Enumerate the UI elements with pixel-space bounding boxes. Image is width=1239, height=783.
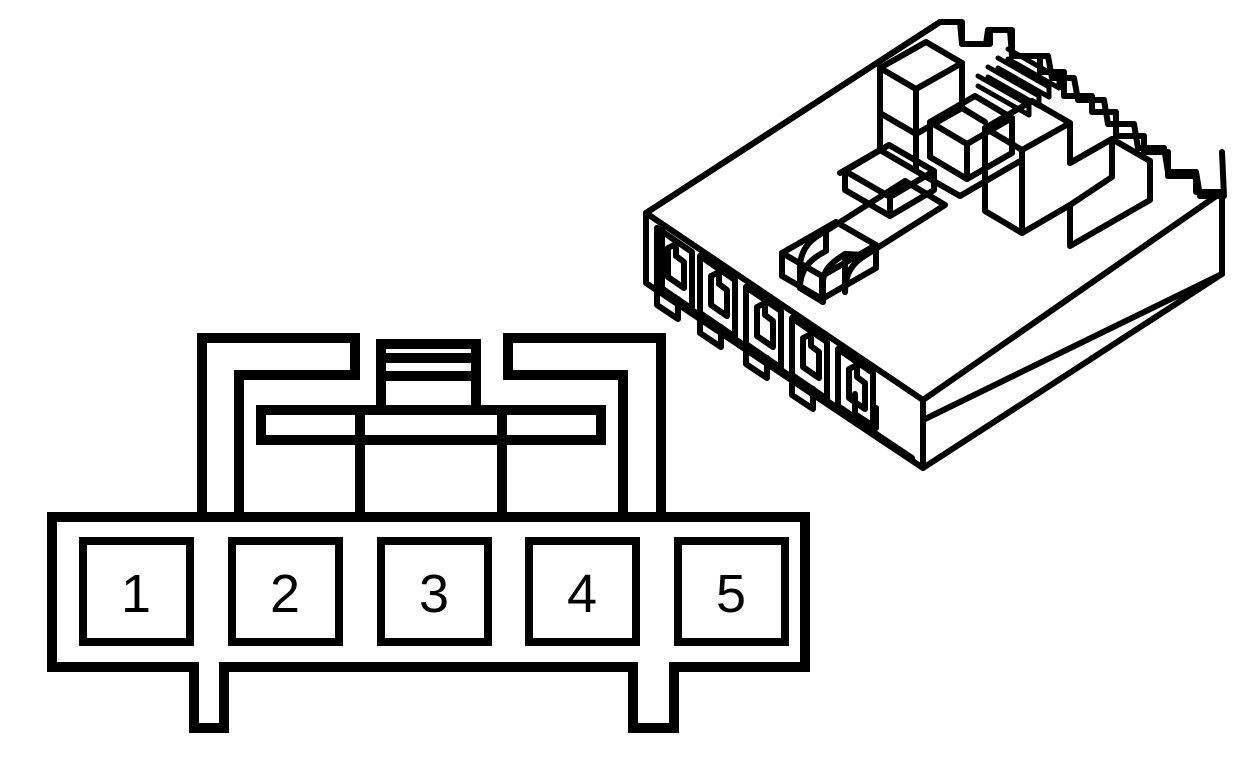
iso-cavity-tab-3 bbox=[743, 341, 770, 381]
front-left-rail bbox=[197, 333, 360, 517]
iso-cavity-window-5 bbox=[835, 346, 876, 433]
retainer-finger-1 bbox=[975, 73, 1032, 108]
housing-stepped-edge bbox=[937, 19, 1225, 195]
latch-pad bbox=[842, 142, 937, 219]
retainer-finger-4 bbox=[1005, 46, 1062, 81]
iso-cavity-notch-3 bbox=[754, 300, 776, 350]
iso-cavity-notch-5 bbox=[846, 362, 868, 412]
retainer-finger-1b bbox=[975, 83, 1032, 118]
retainer-finger-2b bbox=[985, 74, 1042, 109]
front-cavity-box-3 bbox=[377, 537, 492, 646]
housing-top-plate-outline bbox=[643, 19, 943, 216]
iso-cavity-window-4 bbox=[789, 315, 830, 402]
top-plate-recess bbox=[779, 219, 879, 302]
cavity-number-5: 5 bbox=[716, 564, 746, 624]
front-right-rail bbox=[503, 333, 666, 517]
retainer-bracket-drop-2 bbox=[1067, 136, 1115, 208]
iso-cavity-notch-4 bbox=[800, 331, 822, 381]
front-housing-outline bbox=[47, 512, 810, 733]
retainer-finger-end-cap bbox=[1026, 75, 1062, 118]
retainer-finger-4b bbox=[1005, 56, 1062, 91]
iso-cavity-notch-2 bbox=[708, 269, 730, 319]
cavity-number-4: 4 bbox=[567, 564, 597, 624]
isometric-connector-group bbox=[643, 19, 1227, 471]
cavity-number-3: 3 bbox=[419, 564, 449, 624]
housing-inner-rib-right bbox=[959, 105, 988, 125]
retainer-finger-3b bbox=[995, 65, 1052, 100]
front-cavity-box-1 bbox=[79, 537, 194, 646]
cavity-number-2: 2 bbox=[270, 564, 300, 624]
centre-rib-block bbox=[927, 93, 1015, 182]
iso-cavity-window-1 bbox=[654, 225, 695, 312]
iso-cavity-window-3 bbox=[743, 284, 784, 371]
cavity-number-1: 1 bbox=[121, 564, 151, 624]
front-cavity-boxes bbox=[79, 537, 789, 646]
iso-cavity-window-2 bbox=[697, 253, 738, 340]
latch-support-skirt bbox=[877, 110, 919, 174]
housing-right-side-wall bbox=[920, 189, 1225, 471]
housing-rear-ledge bbox=[913, 157, 1025, 199]
front-cavity-box-2 bbox=[228, 537, 343, 646]
iso-cavity-windows bbox=[654, 225, 879, 433]
front-connector-group bbox=[47, 333, 810, 733]
retainer-fingers bbox=[975, 46, 1062, 118]
front-cavity-box-4 bbox=[525, 537, 640, 646]
retainer-bracket bbox=[982, 98, 1153, 249]
retainer-finger-3 bbox=[995, 55, 1052, 90]
iso-cavity-notch-1 bbox=[665, 241, 687, 291]
iso-cavity-tab-1 bbox=[654, 282, 681, 322]
front-shoulder-bar bbox=[256, 405, 606, 445]
iso-cavity-tab-4 bbox=[789, 372, 816, 412]
front-cavity-box-5 bbox=[674, 537, 789, 646]
iso-cavity-tab-2 bbox=[697, 310, 724, 350]
iso-cavity-tab-5 bbox=[852, 391, 879, 431]
housing-inner-rib-left bbox=[837, 147, 883, 176]
retainer-finger-2 bbox=[985, 64, 1042, 99]
front-cavity-numbers: 1 2 3 4 5 bbox=[121, 564, 746, 624]
